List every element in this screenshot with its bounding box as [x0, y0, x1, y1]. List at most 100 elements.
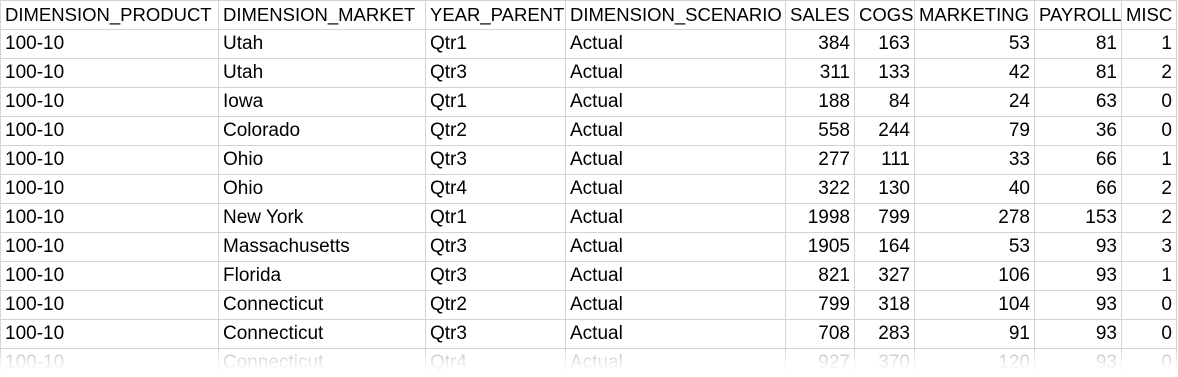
cell-sales[interactable]: 1998: [785, 203, 855, 233]
header-cell-marketing[interactable]: MARKETING: [914, 0, 1035, 30]
cell-dimension-market[interactable]: Ohio: [218, 145, 426, 175]
cell-dimension-scenario[interactable]: Actual: [565, 145, 786, 175]
cell-misc[interactable]: 0: [1121, 290, 1177, 320]
cell-sales[interactable]: 384: [785, 29, 855, 59]
cell-dimension-scenario[interactable]: Actual: [565, 290, 786, 320]
cell-sales[interactable]: 708: [785, 319, 855, 349]
cell-misc[interactable]: 2: [1121, 203, 1177, 233]
cell-payroll[interactable]: 66: [1034, 145, 1122, 175]
cell-dimension-market[interactable]: Utah: [218, 29, 426, 59]
cell-year-parent[interactable]: Qtr1: [425, 87, 566, 117]
cell-dimension-product[interactable]: 100-10: [0, 29, 219, 59]
cell-sales[interactable]: 311: [785, 58, 855, 88]
header-cell-dimension-product[interactable]: DIMENSION_PRODUCT: [0, 0, 219, 30]
header-cell-sales[interactable]: SALES: [785, 0, 855, 30]
cell-misc[interactable]: 0: [1121, 116, 1177, 146]
cell-dimension-scenario[interactable]: Actual: [565, 203, 786, 233]
cell-year-parent[interactable]: Qtr2: [425, 290, 566, 320]
cell-dimension-scenario[interactable]: Actual: [565, 348, 786, 377]
cell-sales[interactable]: 188: [785, 87, 855, 117]
cell-year-parent[interactable]: Qtr4: [425, 348, 566, 377]
cell-payroll[interactable]: 66: [1034, 174, 1122, 204]
cell-marketing[interactable]: 278: [914, 203, 1035, 233]
cell-payroll[interactable]: 36: [1034, 116, 1122, 146]
cell-dimension-product[interactable]: 100-10: [0, 290, 219, 320]
cell-cogs[interactable]: 133: [854, 58, 915, 88]
header-cell-payroll[interactable]: PAYROLL: [1034, 0, 1122, 30]
cell-year-parent[interactable]: Qtr3: [425, 232, 566, 262]
cell-payroll[interactable]: 93: [1034, 348, 1122, 377]
cell-marketing[interactable]: 40: [914, 174, 1035, 204]
cell-sales[interactable]: 927: [785, 348, 855, 377]
cell-dimension-market[interactable]: New York: [218, 203, 426, 233]
cell-dimension-product[interactable]: 100-10: [0, 319, 219, 349]
cell-dimension-market[interactable]: Massachusetts: [218, 232, 426, 262]
header-cell-year-parent[interactable]: YEAR_PARENT: [425, 0, 566, 30]
cell-marketing[interactable]: 79: [914, 116, 1035, 146]
cell-misc[interactable]: 1: [1121, 29, 1177, 59]
cell-dimension-market[interactable]: Ohio: [218, 174, 426, 204]
header-cell-cogs[interactable]: COGS: [854, 0, 915, 30]
cell-misc[interactable]: 2: [1121, 174, 1177, 204]
cell-misc[interactable]: 0: [1121, 348, 1177, 377]
cell-dimension-product[interactable]: 100-10: [0, 348, 219, 377]
cell-payroll[interactable]: 81: [1034, 29, 1122, 59]
cell-year-parent[interactable]: Qtr3: [425, 319, 566, 349]
cell-dimension-product[interactable]: 100-10: [0, 174, 219, 204]
cell-cogs[interactable]: 370: [854, 348, 915, 377]
cell-dimension-market[interactable]: Colorado: [218, 116, 426, 146]
cell-sales[interactable]: 799: [785, 290, 855, 320]
cell-payroll[interactable]: 153: [1034, 203, 1122, 233]
cell-dimension-market[interactable]: Utah: [218, 58, 426, 88]
cell-marketing[interactable]: 24: [914, 87, 1035, 117]
cell-marketing[interactable]: 91: [914, 319, 1035, 349]
cell-dimension-scenario[interactable]: Actual: [565, 87, 786, 117]
cell-misc[interactable]: 1: [1121, 145, 1177, 175]
cell-year-parent[interactable]: Qtr4: [425, 174, 566, 204]
cell-sales[interactable]: 821: [785, 261, 855, 291]
cell-payroll[interactable]: 93: [1034, 319, 1122, 349]
cell-misc[interactable]: 1: [1121, 261, 1177, 291]
cell-dimension-scenario[interactable]: Actual: [565, 58, 786, 88]
cell-year-parent[interactable]: Qtr1: [425, 29, 566, 59]
cell-marketing[interactable]: 104: [914, 290, 1035, 320]
cell-marketing[interactable]: 42: [914, 58, 1035, 88]
cell-misc[interactable]: 2: [1121, 58, 1177, 88]
cell-cogs[interactable]: 244: [854, 116, 915, 146]
cell-dimension-scenario[interactable]: Actual: [565, 232, 786, 262]
cell-dimension-product[interactable]: 100-10: [0, 232, 219, 262]
cell-year-parent[interactable]: Qtr3: [425, 58, 566, 88]
cell-dimension-product[interactable]: 100-10: [0, 261, 219, 291]
cell-year-parent[interactable]: Qtr1: [425, 203, 566, 233]
cell-cogs[interactable]: 164: [854, 232, 915, 262]
cell-misc[interactable]: 0: [1121, 319, 1177, 349]
cell-cogs[interactable]: 283: [854, 319, 915, 349]
cell-payroll[interactable]: 93: [1034, 261, 1122, 291]
cell-cogs[interactable]: 163: [854, 29, 915, 59]
cell-dimension-scenario[interactable]: Actual: [565, 174, 786, 204]
cell-dimension-scenario[interactable]: Actual: [565, 319, 786, 349]
header-cell-dimension-market[interactable]: DIMENSION_MARKET: [218, 0, 426, 30]
cell-dimension-market[interactable]: Connecticut: [218, 319, 426, 349]
cell-misc[interactable]: 0: [1121, 87, 1177, 117]
cell-cogs[interactable]: 318: [854, 290, 915, 320]
cell-year-parent[interactable]: Qtr2: [425, 116, 566, 146]
cell-cogs[interactable]: 111: [854, 145, 915, 175]
cell-dimension-scenario[interactable]: Actual: [565, 29, 786, 59]
cell-cogs[interactable]: 327: [854, 261, 915, 291]
cell-dimension-product[interactable]: 100-10: [0, 203, 219, 233]
cell-dimension-market[interactable]: Connecticut: [218, 290, 426, 320]
cell-dimension-product[interactable]: 100-10: [0, 145, 219, 175]
cell-sales[interactable]: 322: [785, 174, 855, 204]
cell-misc[interactable]: 3: [1121, 232, 1177, 262]
cell-marketing[interactable]: 33: [914, 145, 1035, 175]
cell-payroll[interactable]: 81: [1034, 58, 1122, 88]
cell-cogs[interactable]: 130: [854, 174, 915, 204]
cell-marketing[interactable]: 53: [914, 29, 1035, 59]
header-cell-dimension-scenario[interactable]: DIMENSION_SCENARIO: [565, 0, 786, 30]
cell-dimension-scenario[interactable]: Actual: [565, 261, 786, 291]
cell-sales[interactable]: 558: [785, 116, 855, 146]
cell-dimension-product[interactable]: 100-10: [0, 87, 219, 117]
cell-dimension-market[interactable]: Connecticut: [218, 348, 426, 377]
cell-cogs[interactable]: 84: [854, 87, 915, 117]
